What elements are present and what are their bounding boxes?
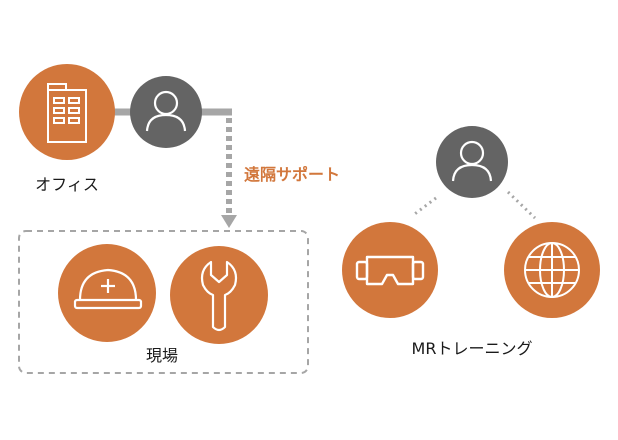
site-label: 現場 [145, 346, 179, 365]
remote-support-label: 遠隔サポート [244, 165, 341, 184]
helmet-icon [58, 244, 156, 342]
mr-connector-left [411, 196, 437, 218]
globe-icon [504, 222, 600, 318]
site-group-box [18, 230, 309, 374]
office-label: オフィス [35, 175, 99, 194]
arrow-down-icon [221, 215, 237, 228]
wrench-icon [170, 246, 268, 344]
building-icon [19, 64, 115, 160]
mr-training-label: MRトレーニング [411, 339, 533, 358]
person-icon [436, 126, 508, 198]
person-icon [130, 76, 202, 148]
mr-connector-right [506, 190, 537, 220]
vr-goggles-icon [342, 222, 438, 318]
